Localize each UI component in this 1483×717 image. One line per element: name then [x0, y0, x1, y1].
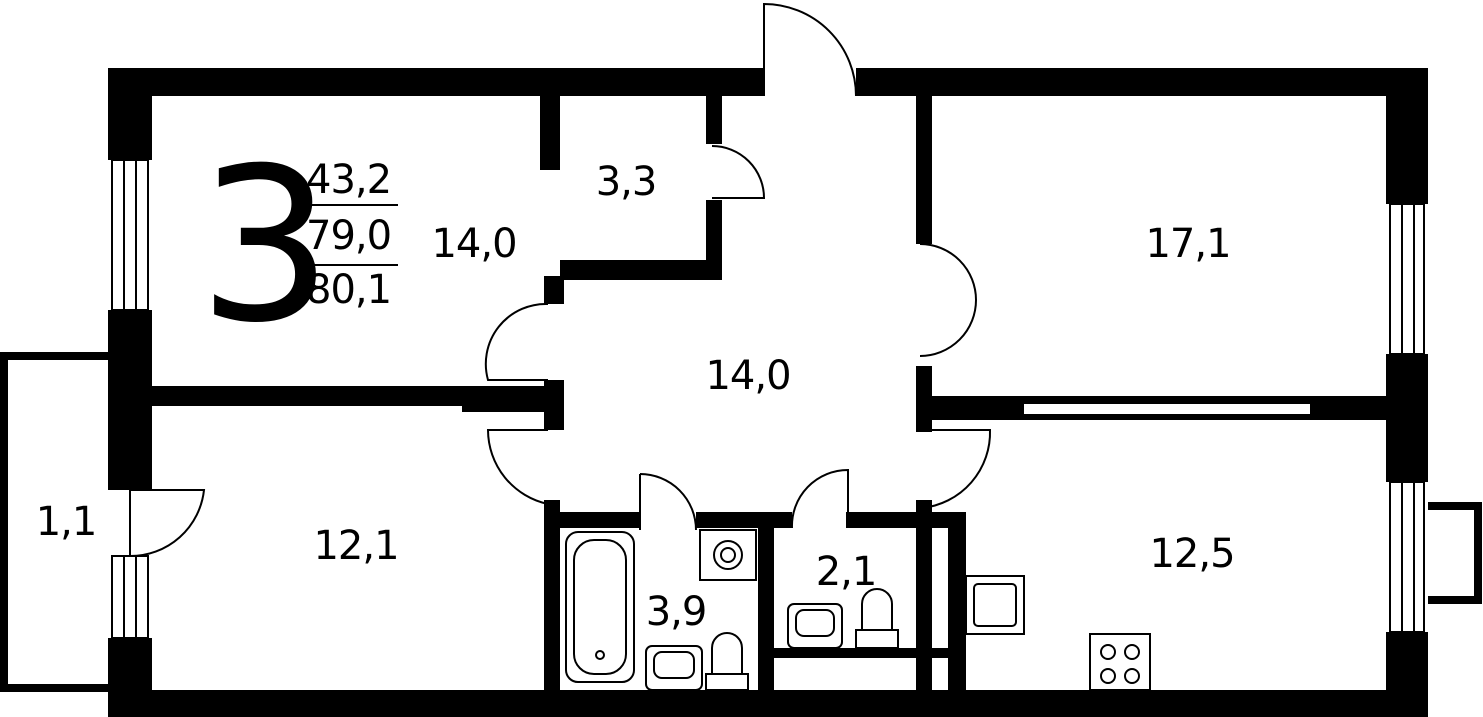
windows [111, 159, 1425, 639]
room-area-balcony: 1,1 [35, 499, 98, 545]
bath-sink [645, 645, 703, 691]
toilet-b [855, 629, 899, 649]
area-summary: 43,2 79,0 80,1 [306, 160, 398, 310]
room-area-hall: 14,0 [705, 353, 791, 399]
room-area-living-left: 14,0 [431, 221, 517, 267]
wc-sink [787, 603, 843, 649]
stove [1089, 633, 1151, 691]
walls [0, 68, 1482, 717]
room-area-toilet: 2,1 [815, 549, 878, 595]
room-area-bedroom-left: 12,1 [313, 523, 399, 569]
fixtures [565, 529, 1151, 691]
room-area-bathroom: 3,9 [645, 589, 708, 635]
kitchen-sink [965, 575, 1025, 635]
room-area-kitchen: 12,5 [1149, 531, 1235, 577]
total-area-with-balcony: 80,1 [306, 267, 392, 313]
rooms-count: 3 [198, 122, 333, 369]
living-area: 43,2 [306, 157, 392, 203]
room-area-storage: 3,3 [595, 159, 658, 205]
doors [129, 2, 992, 558]
toilet-a [705, 673, 749, 691]
washing-machine [699, 529, 757, 581]
bathtub [565, 531, 635, 683]
total-area: 79,0 [306, 204, 398, 266]
room-area-bedroom-right: 17,1 [1145, 221, 1231, 267]
